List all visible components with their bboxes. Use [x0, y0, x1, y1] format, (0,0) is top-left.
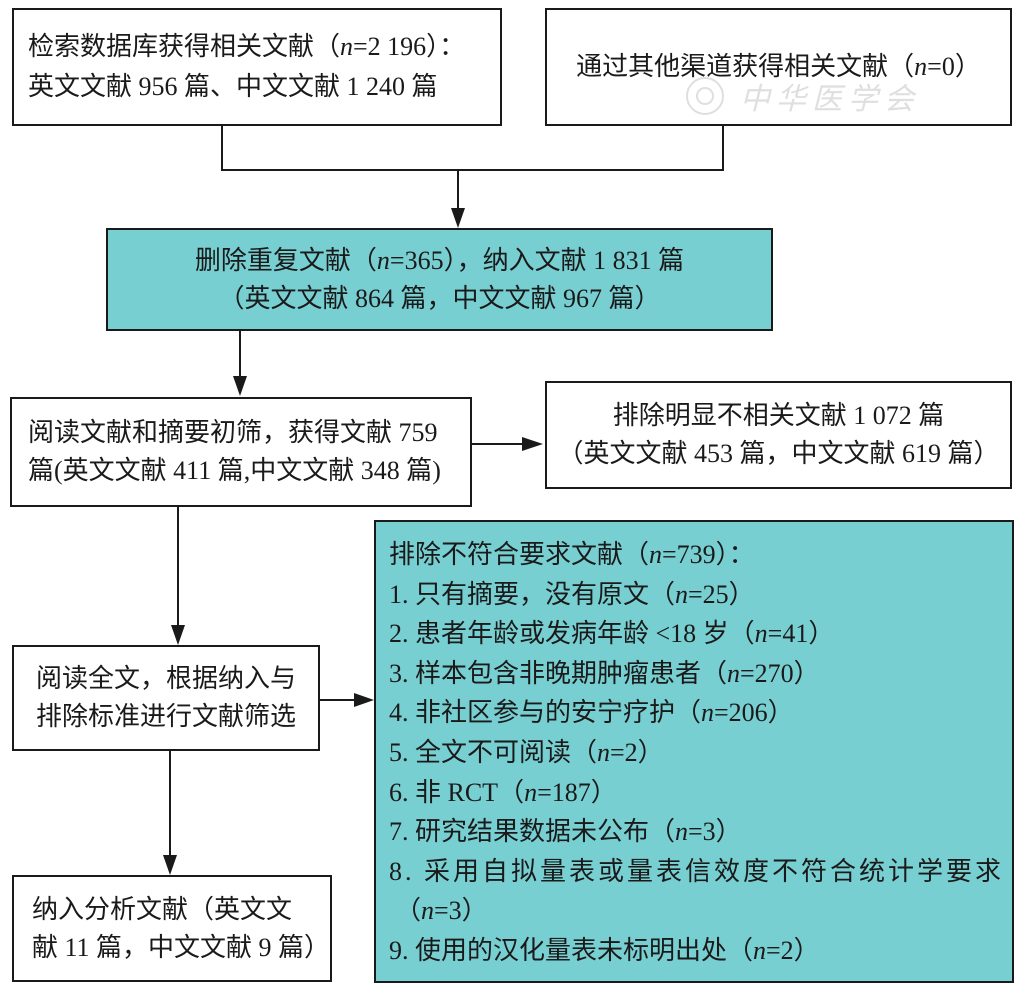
- sample-size-symbol: n: [701, 698, 715, 728]
- sample-size-symbol: n: [524, 777, 538, 807]
- arrowhead-to-full-text: [171, 625, 185, 645]
- database-search-text: 检索数据库获得相关文献（: [28, 32, 341, 61]
- sample-size-symbol: n: [376, 245, 390, 275]
- sample-size-symbol: n: [597, 737, 611, 767]
- criteria-item-6: 6. 非 RCT（n=187）: [389, 773, 617, 813]
- criteria-count: =25）: [688, 579, 755, 609]
- criteria-count: =3）: [434, 896, 488, 926]
- sample-size-symbol: n: [675, 817, 689, 847]
- criteria-count: =270）: [740, 658, 820, 688]
- criteria-text: 9. 使用的汉化量表未标明出处（: [389, 935, 754, 965]
- criteria-text: （: [395, 896, 422, 926]
- criteria-item-9: 9. 使用的汉化量表未标明出处（n=2）: [389, 931, 820, 971]
- excluded-irrelevant-box: 排除明显不相关文献 1 072 篇 （英文文献 453 篇，中文文献 619 篇…: [545, 381, 1012, 489]
- criteria-count: =2）: [610, 737, 664, 767]
- included-studies-box: 纳入分析文献（英文文 献 11 篇，中文文献 9 篇）: [12, 875, 332, 982]
- criteria-item-7: 7. 研究结果数据未公布（n=3）: [389, 812, 742, 852]
- criteria-text: 3. 样本包含非晚期肿瘤患者（: [389, 658, 728, 688]
- criteria-item-8-continued: （n=3）: [389, 891, 488, 931]
- excluded-criteria-box: 排除不符合要求文献（n=739）： 1. 只有摘要，没有原文（n=25） 2. …: [374, 520, 1014, 983]
- arrowhead-to-screening: [233, 376, 247, 396]
- other-sources-line: 通过其他渠道获得相关文献（n=0）: [576, 47, 981, 87]
- criteria-count: =206）: [714, 698, 794, 728]
- criteria-item-5: 5. 全文不可阅读（n=2）: [389, 733, 664, 773]
- excluded-irrelevant-line-1: 排除明显不相关文献 1 072 篇: [612, 401, 945, 430]
- criteria-count: =41）: [767, 619, 835, 649]
- full-text-review-line-2: 排除标准进行文献筛选: [35, 702, 296, 731]
- sample-size-symbol: n: [754, 619, 768, 649]
- database-search-box: 检索数据库获得相关文献（n=2 196）： 英文文献 956 篇、中文文献 1 …: [12, 8, 502, 126]
- sample-size-symbol: n: [753, 935, 767, 965]
- criteria-item-1: 1. 只有摘要，没有原文（n=25）: [389, 575, 755, 615]
- criteria-text: 5. 全文不可阅读（: [389, 737, 598, 767]
- criteria-item-4: 4. 非社区参与的安宁疗护（n=206）: [389, 693, 794, 733]
- criteria-text: 7. 研究结果数据未公布（: [389, 817, 676, 847]
- excluded-criteria-heading: 排除不符合要求文献（n=739）：: [389, 535, 755, 575]
- other-sources-count: =0）: [927, 52, 981, 81]
- criteria-count: =3）: [688, 817, 742, 847]
- criteria-text: 1. 只有摘要，没有原文（: [389, 579, 676, 609]
- sample-size-symbol: n: [914, 52, 928, 81]
- arrowhead-to-included: [163, 855, 177, 875]
- deduplication-count: =365），纳入文献 1 831 篇: [389, 245, 685, 275]
- criteria-item-3: 3. 样本包含非晚期肿瘤患者（n=270）: [389, 654, 820, 694]
- database-search-count: =2 196）：: [353, 32, 466, 61]
- deduplication-line-2: （英文文献 864 篇，中文文献 967 篇）: [218, 283, 661, 313]
- other-sources-text: 通过其他渠道获得相关文献（: [576, 52, 915, 81]
- screening-line-2: 篇(英文文献 411 篇,中文文献 348 篇): [28, 456, 441, 485]
- deduplication-box: 删除重复文献（n=365），纳入文献 1 831 篇 （英文文献 864 篇，中…: [106, 228, 773, 331]
- included-line-2: 献 11 篇，中文文献 9 篇）: [32, 932, 331, 962]
- criteria-text: 6. 非 RCT（: [389, 777, 525, 807]
- criteria-text: 4. 非社区参与的安宁疗护（: [389, 698, 702, 728]
- sample-size-symbol: n: [421, 896, 435, 926]
- criteria-text: 2. 患者年龄或发病年龄 <18 岁（: [389, 619, 755, 649]
- database-search-line-2: 英文文献 956 篇、中文文献 1 240 篇: [28, 72, 438, 101]
- sample-size-symbol: n: [675, 579, 689, 609]
- sample-size-symbol: n: [727, 658, 741, 688]
- criteria-item-8: 8. 采用自拟量表或量表信效度不符合统计学要求: [389, 852, 1004, 892]
- screening-line-1: 阅读文献和摘要初筛，获得文献 759: [28, 418, 438, 447]
- full-text-review-box: 阅读全文，根据纳入与 排除标准进行文献筛选: [12, 645, 320, 751]
- arrowhead-to-excluded-criteria: [354, 693, 374, 707]
- included-line-1: 纳入分析文献（英文文: [32, 894, 293, 924]
- screening-box: 阅读文献和摘要初筛，获得文献 759 篇(英文文献 411 篇,中文文献 348…: [10, 397, 472, 507]
- deduplication-line-1: 删除重复文献（n=365），纳入文献 1 831 篇: [195, 242, 684, 280]
- sample-size-symbol: n: [649, 540, 663, 569]
- criteria-count: =187）: [537, 777, 617, 807]
- arrowhead-to-deduplication: [451, 208, 465, 228]
- criteria-text: 8. 采用自拟量表或量表信效度不符合统计学要求: [389, 856, 1005, 886]
- criteria-text: 排除不符合要求文献（: [389, 540, 650, 569]
- excluded-irrelevant-line-2: （英文文献 453 篇，中文文献 619 篇）: [557, 439, 1000, 468]
- criteria-count: =2）: [766, 935, 820, 965]
- other-sources-box: 通过其他渠道获得相关文献（n=0）: [545, 8, 1012, 126]
- sample-size-symbol: n: [340, 32, 354, 61]
- full-text-review-line-1: 阅读全文，根据纳入与: [35, 664, 296, 693]
- database-search-line-1: 检索数据库获得相关文献（n=2 196）：: [28, 27, 465, 67]
- arrowhead-to-excluded-irrelevant: [522, 437, 543, 451]
- criteria-item-2: 2. 患者年龄或发病年龄 <18 岁（n=41）: [389, 614, 834, 654]
- criteria-count: =739）：: [662, 540, 755, 569]
- deduplication-text: 删除重复文献（: [194, 245, 377, 275]
